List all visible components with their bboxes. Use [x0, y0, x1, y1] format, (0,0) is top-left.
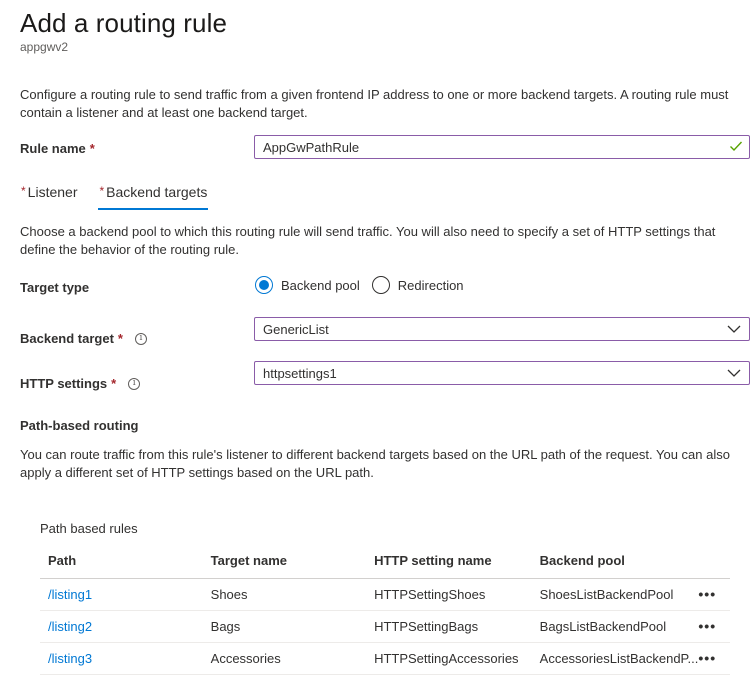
column-header-actions [698, 544, 730, 579]
column-header-path: Path [40, 544, 203, 579]
path-rules-label: Path based rules [40, 521, 138, 536]
chevron-down-icon [727, 325, 741, 333]
checkmark-icon [730, 141, 743, 152]
tab-listener-label: Listener [27, 184, 78, 200]
target-type-radio-group: Backend pool Redirection [255, 276, 476, 294]
required-mark: * [21, 184, 26, 198]
backend-target-value: GenericList [263, 321, 329, 337]
http-settings-value: httpsettings1 [263, 365, 337, 381]
more-actions-icon[interactable]: ••• [698, 642, 730, 675]
required-mark: * [111, 376, 117, 391]
backend-target-label-text: Backend target [20, 331, 114, 346]
target-name-cell: Bags [202, 610, 367, 643]
radio-backend-pool-label: Backend pool [281, 277, 360, 293]
path-rules-table: Path Target name HTTP setting name Backe… [40, 544, 730, 675]
table-row: /listing3 Accessories HTTPSettingAccesso… [40, 642, 730, 675]
radio-redirection[interactable]: Redirection [371, 276, 464, 294]
backend-pool-cell: ShoesListBackendPool [531, 578, 699, 611]
column-header-backend-pool: Backend pool [531, 544, 699, 579]
rule-name-label: Rule name* [20, 141, 95, 156]
http-setting-cell: HTTPSettingBags [366, 610, 532, 643]
backend-pool-cell: BagsListBackendPool [531, 610, 699, 643]
intro-text: Configure a routing rule to send traffic… [20, 87, 729, 120]
target-type-label: Target type [20, 280, 90, 295]
tab-bar: *Listener *Backend targets [20, 184, 209, 210]
backend-intro-text: Choose a backend pool to which this rout… [20, 224, 716, 257]
path-link[interactable]: /listing3 [40, 642, 203, 675]
http-setting-cell: HTTPSettingShoes [366, 578, 532, 611]
path-routing-description: You can route traffic from this rule's l… [20, 447, 730, 480]
path-link[interactable]: /listing2 [40, 610, 203, 643]
column-header-http-setting: HTTP setting name [366, 544, 532, 579]
info-icon[interactable]: i [134, 332, 147, 345]
table-header-row: Path Target name HTTP setting name Backe… [40, 544, 730, 579]
radio-backend-pool[interactable]: Backend pool [255, 276, 360, 294]
rule-name-input[interactable]: AppGwPathRule [254, 135, 750, 159]
table-row: /listing1 Shoes HTTPSettingShoes ShoesLi… [40, 578, 730, 611]
column-header-target-name: Target name [202, 544, 367, 579]
http-settings-label: HTTP settings* i [20, 376, 141, 391]
tab-listener[interactable]: *Listener [20, 184, 78, 210]
more-actions-icon[interactable]: ••• [698, 610, 730, 643]
http-setting-cell: HTTPSettingAccessories [366, 642, 532, 675]
rule-name-value: AppGwPathRule [263, 139, 360, 155]
required-mark: * [117, 331, 123, 346]
path-link[interactable]: /listing1 [40, 578, 203, 611]
http-settings-label-text: HTTP settings [20, 376, 108, 391]
path-routing-title: Path-based routing [20, 418, 139, 433]
tab-backend-targets-label: Backend targets [106, 184, 208, 200]
page-title: Add a routing rule [20, 8, 228, 38]
backend-target-dropdown[interactable]: GenericList [254, 317, 750, 341]
table-row: /listing2 Bags HTTPSettingBags BagsListB… [40, 610, 730, 643]
radio-redirection-label: Redirection [397, 277, 464, 293]
target-name-cell: Shoes [202, 578, 367, 611]
target-name-cell: Accessories [202, 642, 367, 675]
backend-pool-cell: AccessoriesListBackendP... [531, 642, 699, 675]
tab-backend-targets[interactable]: *Backend targets [98, 184, 209, 210]
radio-circle [255, 276, 273, 294]
radio-circle [371, 276, 390, 294]
backend-target-label: Backend target* i [20, 331, 147, 346]
rule-name-label-text: Rule name [20, 141, 86, 156]
required-mark: * [89, 141, 95, 156]
info-icon[interactable]: i [128, 377, 141, 390]
chevron-down-icon [727, 369, 741, 377]
required-mark: * [99, 184, 105, 198]
http-settings-dropdown[interactable]: httpsettings1 [254, 361, 750, 385]
more-actions-icon[interactable]: ••• [698, 578, 730, 611]
page-subtitle: appgwv2 [20, 40, 69, 54]
